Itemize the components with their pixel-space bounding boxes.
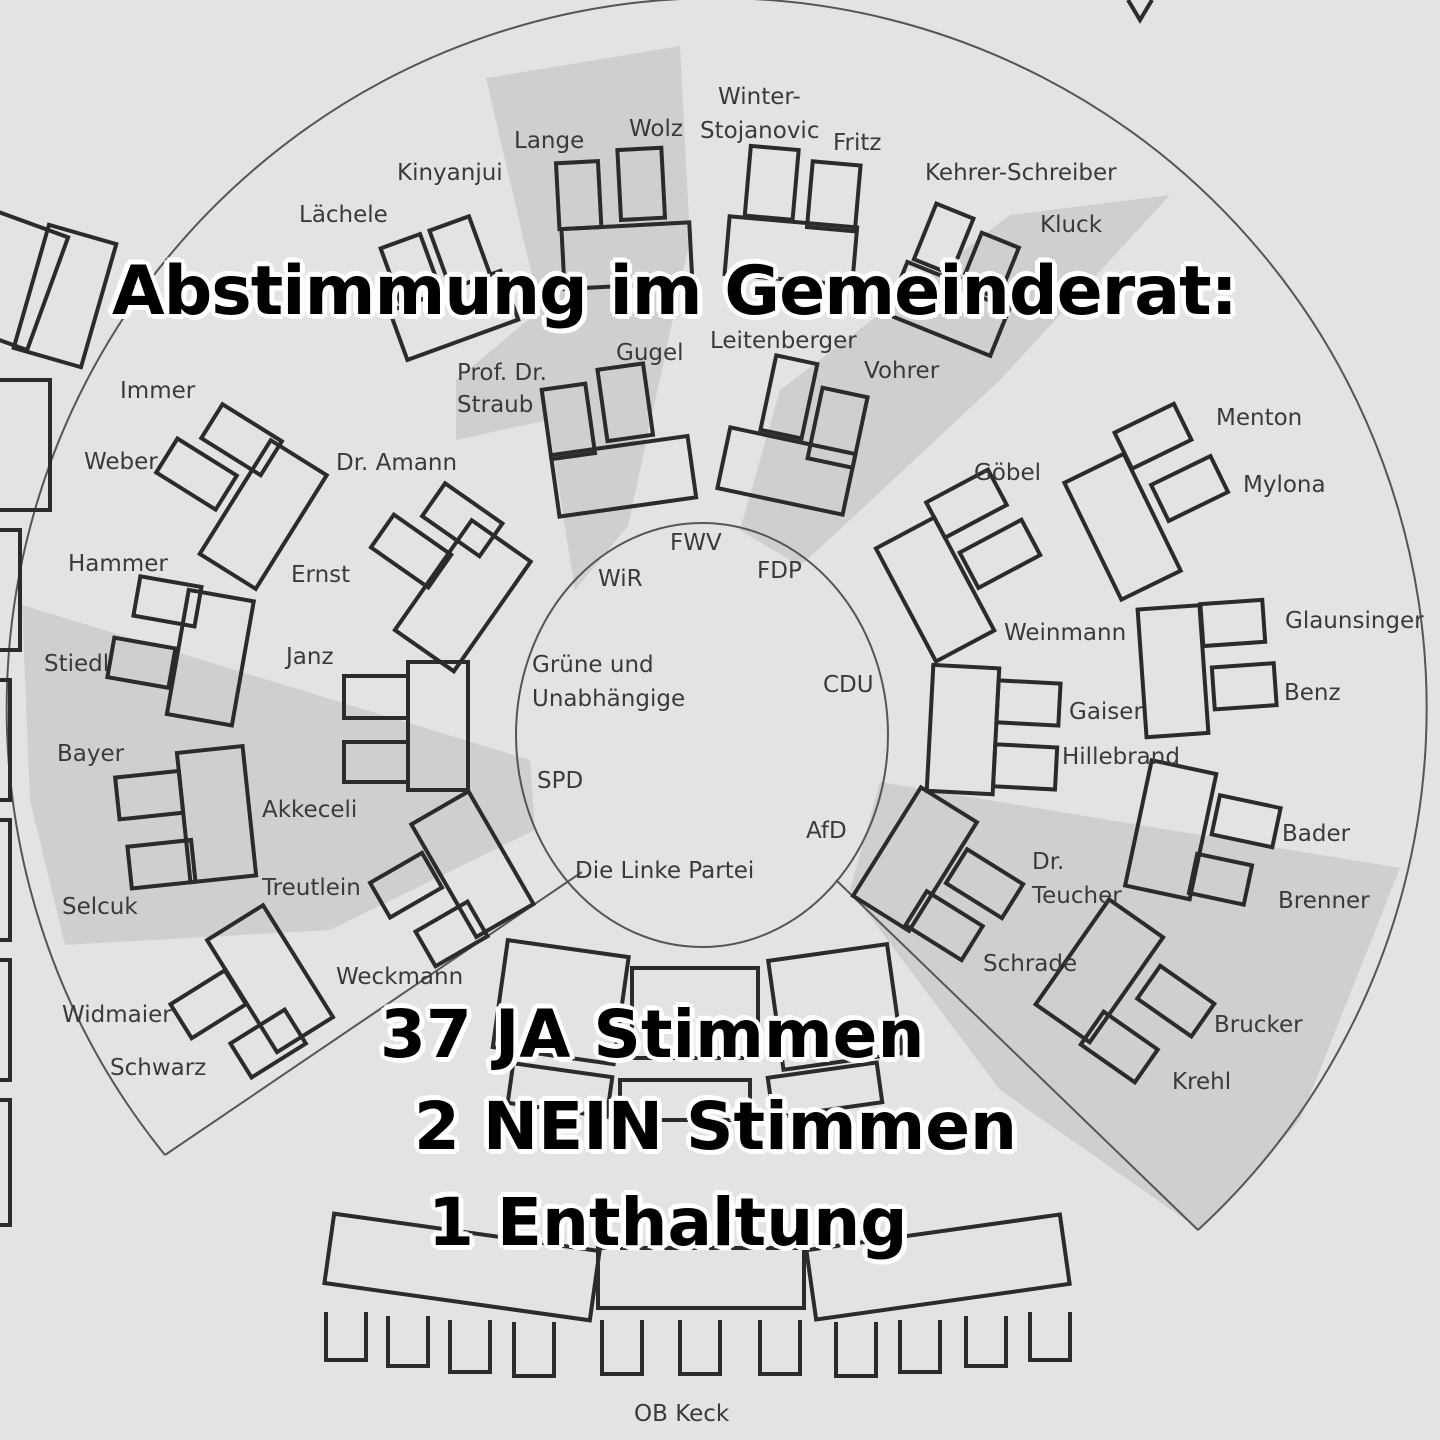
member-vohrer: Vohrer — [864, 358, 940, 384]
desk-teucher-schrade — [850, 784, 1026, 963]
member-teucher-line2: Teucher — [1031, 883, 1122, 909]
member-selcuk: Selcuk — [62, 894, 138, 920]
member-winter-line1: Winter- — [718, 84, 801, 110]
presidium-chairs — [324, 1312, 1072, 1378]
member-hammer: Hammer — [68, 551, 168, 577]
inner-ring — [515, 522, 889, 948]
desk-presidium — [322, 1211, 1072, 1378]
party-spd: SPD — [537, 768, 583, 794]
outer-ring-arc — [5, 0, 1428, 1231]
member-akkeceli: Akkeceli — [262, 797, 357, 823]
desk-immer-weber — [153, 401, 330, 592]
member-winter-line2: Stojanovic — [700, 118, 819, 144]
member-goebel: Göbel — [974, 460, 1041, 486]
desk-gugel-straub — [539, 361, 699, 519]
member-stiedl: Stiedl — [44, 651, 109, 677]
party-afd: AfD — [806, 818, 847, 844]
desk-winter-fritz — [722, 143, 863, 288]
desk-kehrer-kluck — [883, 201, 1022, 359]
sector-wir-fwv — [456, 46, 690, 590]
headline: Abstimmung im Gemeinderat: — [112, 252, 1238, 331]
member-kinyanjui: Kinyanjui — [397, 160, 503, 186]
member-hillebrand: Hillebrand — [1062, 744, 1180, 770]
member-laechele: Lächele — [299, 202, 388, 228]
top-right-marker — [1126, 0, 1154, 24]
desk-hammer-stiedl — [105, 573, 257, 728]
member-bayer: Bayer — [57, 741, 125, 767]
sector-fdp — [740, 195, 1170, 566]
member-bader: Bader — [1282, 821, 1351, 847]
member-straub-line1: Prof. Dr. — [457, 360, 547, 386]
sector-afd — [850, 782, 1400, 1230]
desk-goebel-weinmann — [873, 466, 1043, 665]
member-lange: Lange — [514, 128, 584, 154]
member-krehl: Krehl — [1172, 1069, 1231, 1095]
member-immer: Immer — [120, 378, 196, 404]
member-weckmann: Weckmann — [336, 964, 463, 990]
member-leitenberger: Leitenberger — [710, 328, 857, 354]
party-linke: Die Linke Partei — [575, 858, 754, 884]
desk-brucker-krehl — [1032, 896, 1218, 1086]
member-treutlein: Treutlein — [261, 875, 361, 901]
member-wolz: Wolz — [629, 116, 683, 142]
desk-janz — [342, 660, 470, 792]
party-fwv: FWV — [670, 530, 722, 556]
shaded-sectors — [22, 46, 1400, 1230]
member-gaiser: Gaiser — [1069, 699, 1143, 725]
member-widmaier: Widmaier — [62, 1002, 172, 1028]
member-straub-line2: Straub — [457, 392, 533, 418]
member-mylona: Mylona — [1243, 472, 1326, 498]
desks — [0, 0, 1283, 1378]
member-kluck: Kluck — [1040, 212, 1103, 238]
desk-leitenberger-vohrer — [715, 353, 870, 518]
inner-divider-right — [835, 879, 1199, 1231]
result-yes: 37 JA Stimmen — [380, 996, 925, 1073]
party-gruene-line2: Unabhängige — [532, 686, 685, 712]
party-labels: WiR FWV FDP Grüne und Unabhängige CDU SP… — [532, 530, 874, 884]
desk-widmaier-schwarz — [167, 902, 336, 1081]
member-benz: Benz — [1284, 680, 1341, 706]
member-gugel: Gugel — [616, 340, 684, 366]
member-ob-keck: OB Keck — [634, 1401, 730, 1427]
desk-bayer-selcuk — [112, 743, 259, 891]
desk-gaiser-hillebrand — [924, 662, 1063, 797]
member-menton: Menton — [1216, 405, 1302, 431]
member-glaunsinger: Glaunsinger — [1285, 608, 1424, 634]
member-weinmann: Weinmann — [1004, 620, 1126, 646]
desk-treutlein-weckmann — [367, 788, 537, 970]
member-fritz: Fritz — [833, 130, 882, 156]
member-teucher-line1: Dr. — [1032, 849, 1064, 875]
desk-bader-brenner — [1122, 757, 1283, 907]
party-wir: WiR — [598, 566, 643, 592]
member-amann: Dr. Amann — [336, 450, 457, 476]
desk-amann-ernst — [368, 480, 534, 675]
member-weber: Weber — [84, 449, 158, 475]
result-no: 2 NEIN Stimmen — [414, 1088, 1017, 1165]
desk-lange-wolz — [553, 145, 695, 292]
member-schwarz: Schwarz — [110, 1055, 206, 1081]
member-brenner: Brenner — [1278, 888, 1370, 914]
member-janz: Janz — [284, 644, 334, 670]
result-abstain: 1 Enthaltung — [428, 1184, 908, 1261]
member-labels: Winter- Stojanovic Lange Wolz Fritz Kiny… — [44, 84, 1424, 1427]
member-schrade: Schrade — [983, 951, 1077, 977]
member-brucker: Brucker — [1214, 1012, 1303, 1038]
member-kehrer: Kehrer-Schreiber — [925, 160, 1117, 186]
party-gruene-line1: Grüne und — [532, 652, 654, 678]
desk-front-row — [490, 937, 905, 1122]
desk-kinyanjui-laechele — [378, 213, 521, 363]
desk-left-edge — [0, 207, 119, 1227]
inner-divider-left — [164, 871, 583, 1156]
desk-glaunsinger-benz — [1135, 597, 1279, 740]
member-ernst: Ernst — [291, 562, 350, 588]
desk-menton-mylona — [1061, 401, 1231, 603]
party-cdu: CDU — [823, 672, 874, 698]
party-fdp: FDP — [757, 558, 802, 584]
